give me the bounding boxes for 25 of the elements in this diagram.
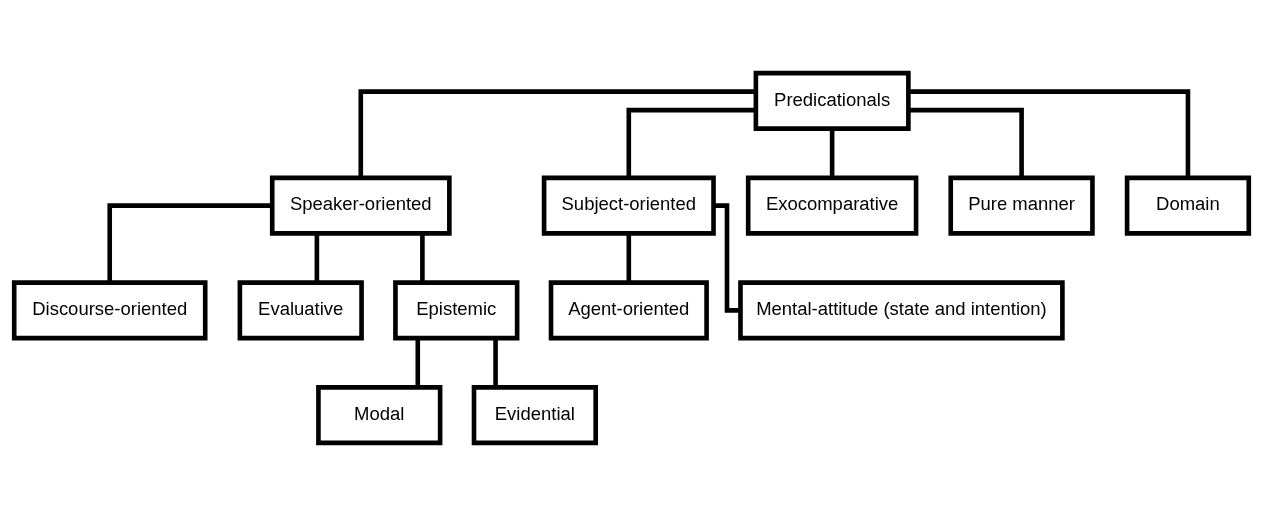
- connector: [420, 233, 425, 282]
- connector: [829, 128, 835, 177]
- connector: [415, 337, 421, 387]
- node-box: Domain: [1124, 175, 1252, 236]
- node-box: Subject-oriented: [541, 175, 716, 236]
- node-box: Exocomparative: [745, 175, 919, 236]
- node-box: Agent-oriented: [548, 279, 709, 340]
- node-box: Pure manner: [948, 175, 1095, 236]
- node-box: Predicationals: [753, 70, 911, 131]
- connector: [626, 233, 632, 282]
- node-box: Speaker-oriented: [269, 175, 452, 236]
- connector: [107, 202, 272, 282]
- connector: [358, 88, 756, 177]
- node-box: Evaluative: [237, 279, 364, 340]
- node-box: Epistemic: [393, 279, 520, 340]
- node-box: Evidential: [471, 384, 598, 445]
- connector: [314, 233, 320, 282]
- connector: [908, 88, 1191, 177]
- node-box: Mental-attitude (state and intention): [738, 279, 1065, 340]
- connector: [908, 107, 1024, 177]
- connector: [626, 107, 756, 177]
- node-box: Discourse-oriented: [11, 279, 208, 340]
- connector: [713, 202, 741, 313]
- connector: [493, 337, 498, 387]
- node-box: Modal: [316, 384, 443, 445]
